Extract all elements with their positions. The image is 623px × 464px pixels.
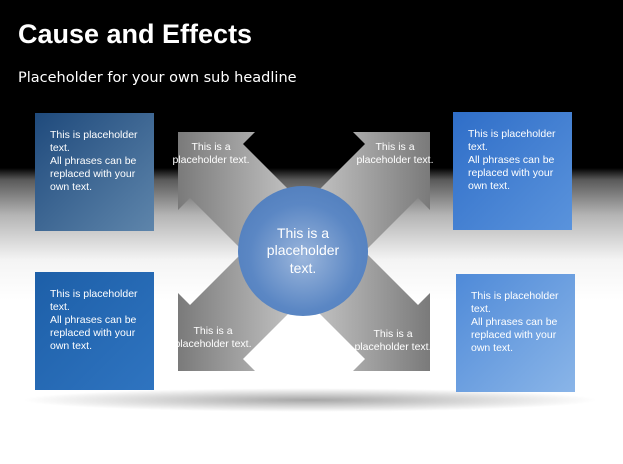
slide-subtitle: Placeholder for your own sub headline	[18, 70, 297, 86]
text-box-bottom-right: This is placeholder text.All phrases can…	[456, 274, 575, 392]
arrow-label-top-left: This is a placeholder text.	[172, 141, 250, 166]
box-text-2: All phrases can be replaced with your ow…	[50, 155, 137, 193]
arrow-label-top-right: This is a placeholder text.	[356, 141, 434, 166]
floor-shadow	[20, 388, 600, 412]
box-text-1: This is placeholder text.	[50, 288, 138, 313]
box-text-2: All phrases can be replaced with your ow…	[50, 314, 137, 352]
center-circle: This is a placeholder text.	[238, 186, 368, 316]
box-text-1: This is placeholder text.	[468, 128, 556, 153]
text-box-top-left: This is placeholder text.All phrases can…	[35, 113, 154, 231]
box-text-2: All phrases can be replaced with your ow…	[471, 316, 558, 354]
slide-title: Cause and Effects	[18, 19, 253, 49]
arrow-label-bottom-left: This is a placeholder text.	[174, 325, 252, 350]
text-box-top-right: This is placeholder text.All phrases can…	[453, 112, 572, 230]
center-text: This is a placeholder text.	[266, 224, 340, 276]
box-text-1: This is placeholder text.	[50, 129, 138, 154]
box-text-2: All phrases can be replaced with your ow…	[468, 154, 555, 192]
box-text-1: This is placeholder text.	[471, 290, 559, 315]
arrow-label-bottom-right: This is a placeholder text.	[354, 328, 432, 353]
text-box-bottom-left: This is placeholder text.All phrases can…	[35, 272, 154, 390]
